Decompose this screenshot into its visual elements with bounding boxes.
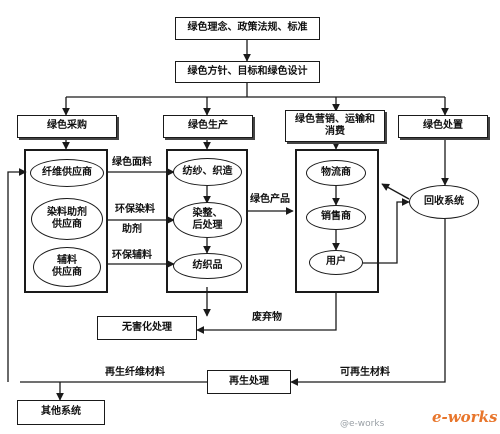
green-policy-box: 绿色方针、目标和绿色设计 — [175, 61, 320, 83]
marketing-panel — [295, 149, 379, 293]
other-systems-label: 其他系统 — [41, 406, 81, 418]
green-disposal-box: 绿色处置 — [398, 115, 488, 138]
aux-supplier-node: 辅料 供应商 — [33, 247, 101, 287]
green-marketing-label-line2: 消费 — [325, 126, 345, 137]
purchase-panel — [24, 149, 108, 293]
watermark-handle: @e-works — [340, 419, 385, 429]
arrow-waste — [196, 292, 337, 334]
fiber-supplier-node: 纤维供应商 — [30, 159, 104, 187]
other-systems-box: 其他系统 — [17, 400, 105, 425]
user-node: 用户 — [309, 250, 363, 275]
harmless-treatment-box: 无害化处理 — [97, 316, 197, 340]
edge-label-eco-aux: 环保辅料 — [112, 250, 152, 261]
edge-label-recycled-fiber: 再生纤维材料 — [105, 367, 165, 378]
dyeing-finishing-label-line1: 染整、 — [192, 207, 223, 219]
arrow-user-to-recycling — [363, 198, 410, 264]
edge-label-green-fabric: 绿色面料 — [112, 157, 152, 168]
edge-label-renewable-material: 可再生材料 — [340, 367, 390, 378]
regeneration-label: 再生处理 — [229, 375, 269, 387]
green-policy-label: 绿色方针、目标和绿色设计 — [187, 65, 308, 77]
fiber-supplier-label: 纤维供应商 — [42, 166, 92, 178]
green-production-box: 绿色生产 — [163, 115, 253, 138]
arrow-recycling-to-logistics — [381, 183, 410, 200]
dye-supplier-node: 染料助剂 供应商 — [31, 198, 103, 240]
dye-supplier-label-line2: 供应商 — [52, 219, 82, 230]
green-purchase-box: 绿色采购 — [17, 115, 117, 138]
retailer-node: 销售商 — [306, 205, 366, 230]
watermark-logo-text: e-works — [432, 408, 498, 426]
green-production-label: 绿色生产 — [188, 120, 228, 132]
textiles-label: 纺织品 — [192, 259, 223, 271]
green-marketing-label-line1: 绿色营销、运输和 — [295, 113, 375, 125]
dyeing-finishing-node: 染整、 后处理 — [173, 202, 242, 238]
regeneration-box: 再生处理 — [207, 370, 291, 394]
green-purchase-label: 绿色采购 — [47, 120, 87, 132]
arrow-recycled-fiber-to-supplier — [7, 168, 27, 382]
edge-label-eco-dye-line2: 助剂 — [122, 224, 142, 235]
spinning-weaving-label: 纺纱、织造 — [182, 165, 233, 177]
green-marketing-box: 绿色营销、运输和 消费 — [285, 110, 385, 142]
textiles-node: 纺织品 — [173, 253, 242, 279]
green-disposal-label: 绿色处置 — [423, 120, 463, 132]
logistics-node: 物流商 — [306, 160, 366, 186]
production-panel — [166, 149, 248, 293]
retailer-label: 销售商 — [321, 211, 351, 223]
spinning-weaving-node: 纺纱、织造 — [173, 158, 242, 186]
watermark-logo: e-works — [432, 408, 497, 426]
aux-supplier-label-line2: 供应商 — [52, 267, 82, 278]
green-concept-box: 绿色理念、政策法规、标准 — [175, 17, 320, 40]
arrow-renewable-material — [290, 219, 446, 386]
harmless-treatment-label: 无害化处理 — [122, 321, 172, 333]
dyeing-finishing-label-line2: 后处理 — [192, 220, 223, 231]
user-label: 用户 — [326, 256, 346, 268]
logistics-label: 物流商 — [321, 166, 351, 178]
recycling-system-node: 回收系统 — [409, 185, 479, 219]
green-concept-label: 绿色理念、政策法规、标准 — [187, 22, 308, 34]
recycling-system-label: 回收系统 — [424, 195, 464, 207]
dye-supplier-label-line1: 染料助剂 — [47, 206, 87, 218]
edge-label-waste: 废弃物 — [252, 312, 282, 323]
edge-label-green-product: 绿色产品 — [250, 194, 290, 205]
edge-label-eco-dye-line1: 环保染料 — [115, 204, 155, 215]
aux-supplier-label-line1: 辅料 — [57, 254, 77, 266]
